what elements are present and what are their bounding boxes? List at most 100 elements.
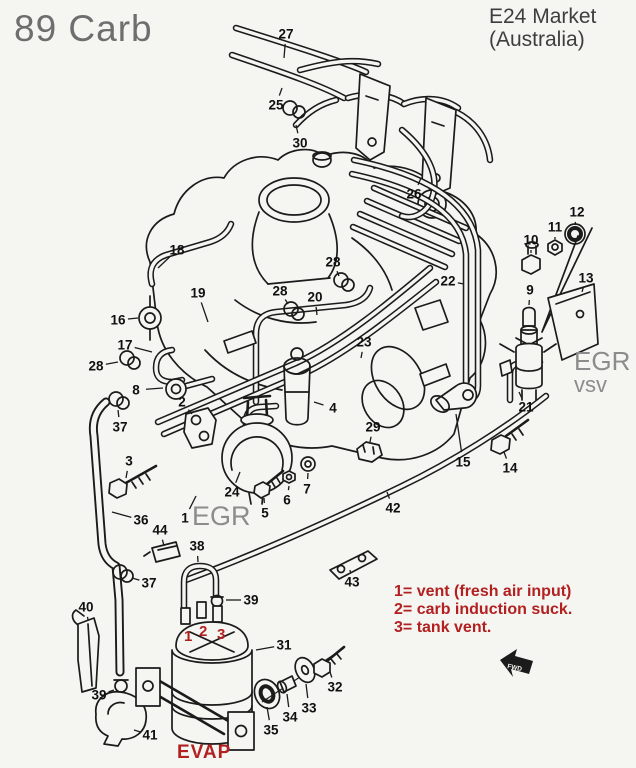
part-label-43: 43 [344, 575, 360, 590]
hose-38 [180, 562, 220, 618]
part-leader-3 [125, 470, 128, 479]
bolt-14 [490, 418, 530, 455]
part-label-38: 38 [189, 539, 205, 554]
filter-16 [138, 295, 162, 341]
part-label-10: 10 [523, 233, 538, 248]
page-title: 89 Carb [14, 8, 153, 49]
fitting-39-right [210, 594, 224, 608]
part-label-42: 42 [385, 501, 400, 516]
part-label-25: 25 [268, 98, 284, 113]
clamp-44 [143, 541, 181, 563]
bolt-32 [313, 645, 346, 678]
washer-stack [253, 647, 345, 710]
pipe-bracket-b [421, 97, 457, 195]
washer-7 [300, 456, 316, 472]
part-leader-19 [200, 302, 209, 323]
part-leader-37 [117, 409, 120, 418]
fwd-arrow-icon: FWD [500, 649, 533, 677]
part-label-29: 29 [365, 420, 380, 435]
part-label-21: 21 [518, 400, 534, 415]
part-leader-25 [278, 87, 283, 96]
part-leader-16 [127, 317, 139, 320]
part-label-15: 15 [455, 455, 471, 470]
part-label-19: 19 [190, 286, 205, 301]
hose-17 [152, 346, 186, 386]
part-label-36: 36 [133, 513, 149, 528]
part-leader-37 [131, 577, 140, 581]
part-leader-29 [369, 436, 372, 443]
part-leader-6 [287, 485, 290, 491]
evap-canister [171, 601, 253, 745]
part-label-20: 20 [307, 290, 322, 305]
egr-vsv-annotation-line2: vsv [574, 372, 607, 397]
bracket-40 [71, 609, 100, 693]
part-leader-34 [286, 693, 290, 708]
part-leader-32 [329, 671, 333, 678]
part-label-39: 39 [243, 593, 258, 608]
canister-port-3: 3 [217, 626, 225, 643]
part-leader-27 [283, 43, 286, 59]
pipe-bracket-a [355, 73, 391, 161]
part-label-4: 4 [329, 401, 337, 416]
part-leader-39 [108, 689, 115, 693]
fwd-arrow-label: FWD [507, 663, 523, 673]
pipe-stub-a [223, 330, 257, 354]
hose-36 [88, 397, 125, 677]
part-leader-17 [134, 346, 153, 353]
egr-vsv-assembly [499, 227, 599, 401]
part-label-7: 7 [303, 482, 311, 497]
hose-19 [252, 284, 374, 406]
hose-18 [147, 220, 235, 288]
clamp-28-left [119, 350, 141, 370]
part-label-34: 34 [282, 710, 298, 725]
part-label-30: 30 [292, 136, 307, 151]
part-label-33: 33 [301, 701, 317, 716]
bolt-5 [253, 469, 285, 499]
part-leader-8 [145, 387, 164, 390]
part-label-39: 39 [91, 688, 106, 703]
part-label-18: 18 [169, 243, 185, 258]
bracket-2 [183, 407, 217, 449]
part-label-5: 5 [261, 506, 269, 521]
part-label-27: 27 [278, 27, 293, 42]
pipe-stub-b [419, 363, 451, 387]
market-line2: (Australia) [489, 28, 585, 51]
fitting-8 [165, 375, 216, 400]
part-label-12: 12 [569, 205, 584, 220]
part-leader-21 [518, 391, 523, 399]
bracket-29 [356, 441, 383, 463]
valve-4 [283, 347, 311, 426]
port-legend: 1= vent (fresh air input) 2= carb induct… [394, 583, 572, 637]
canister-port-1: 1 [184, 628, 192, 645]
hose-42 [182, 392, 550, 584]
part-label-28: 28 [272, 284, 288, 299]
clamp-28-right [333, 272, 355, 292]
part-label-2: 2 [178, 395, 186, 410]
part-label-16: 16 [110, 313, 126, 328]
part-label-17: 17 [117, 338, 132, 353]
nut-11 [547, 239, 563, 256]
market-line1: E24 Market [489, 5, 597, 28]
part-label-3: 3 [125, 454, 133, 469]
part-label-40: 40 [78, 600, 93, 615]
part-label-23: 23 [356, 335, 372, 350]
part-leader-26 [417, 177, 422, 186]
part-leader-35 [266, 706, 270, 721]
part-leader-13 [581, 287, 584, 293]
part-leader-42 [386, 491, 391, 499]
part-label-41: 41 [142, 728, 158, 743]
part-leader-28 [284, 299, 289, 305]
part-leader-28 [336, 270, 340, 277]
part-label-28: 28 [88, 359, 104, 374]
part-label-11: 11 [548, 220, 563, 235]
part-leader-30 [295, 124, 299, 134]
canister-port-2: 2 [199, 623, 207, 640]
part-leader-24 [235, 471, 241, 483]
egr-valve-annotation: EGR [192, 501, 251, 531]
part-leader-14 [503, 451, 508, 459]
clamp-30 [282, 100, 306, 119]
legend-item-2: 2= carb induction suck. [394, 601, 573, 618]
bracket-43 [329, 550, 378, 580]
